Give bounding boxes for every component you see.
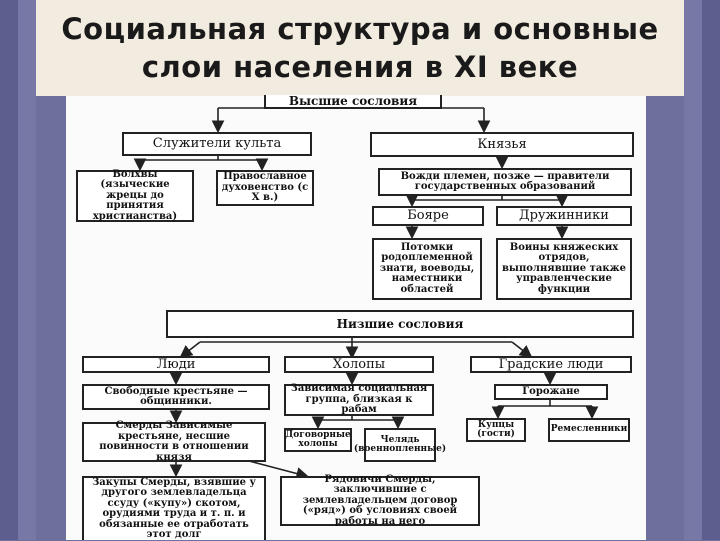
- title-line-2: слои населения в XI веке: [141, 50, 579, 84]
- townsfolk-box: Горожане: [494, 384, 608, 400]
- higher-estates-box: Высшие сословия: [264, 94, 442, 109]
- zakupy-box: Закупы Смерды, взявшие у другого землевл…: [82, 476, 266, 540]
- town-people-box: Градские люди: [470, 356, 632, 373]
- volkhvy-box: Волхвы (языческие жрецы до принятия хрис…: [76, 169, 194, 222]
- contract-kholopy-box: Договорные холопы: [284, 428, 352, 452]
- dependent-group-box: Зависимая социальная группа, близкая к р…: [284, 384, 434, 416]
- clergy-box: Служители культа: [122, 132, 312, 156]
- left-stripe: [0, 0, 18, 540]
- artisans-box: Ремесленники: [548, 418, 630, 442]
- right-stripe-2: [702, 0, 720, 540]
- smerdy-box: Смерды Зависимые крестьяне, несшие повин…: [82, 420, 266, 462]
- boyars-desc-box: Потомки родоплеменной знати, воеводы, на…: [372, 238, 482, 300]
- princes-box: Князья: [370, 132, 634, 157]
- title-line-1: Социальная структура и основные: [61, 12, 659, 46]
- kholopy-box: Холопы: [284, 356, 434, 373]
- left-stripe-2: [18, 0, 36, 540]
- tribal-leaders-box: Вожди племен, позже — правители государс…: [378, 168, 632, 196]
- slide-title: Социальная структура и основные слои нас…: [36, 0, 684, 96]
- lower-estates-box: Низшие сословия: [166, 310, 634, 338]
- druzhinniki-box: Дружинники: [496, 206, 632, 226]
- druzhinniki-desc-box: Воины княжеских отрядов, выполнявшие так…: [496, 238, 632, 300]
- boyars-box: Бояре: [372, 206, 484, 226]
- ryadovichi-box: Рядовичи Смерды, заключившие с землевлад…: [280, 474, 480, 527]
- people-box: Люди: [82, 356, 270, 373]
- free-peasants-box: Свободные крестьяне — общинники.: [82, 384, 270, 410]
- chelyad-box: Челядь (военнопленные): [354, 428, 446, 462]
- right-stripe: [684, 0, 702, 540]
- orthodox-clergy-box: Православное духовенство (с X в.): [216, 170, 314, 206]
- merchants-box: Купцы (гости): [466, 418, 526, 442]
